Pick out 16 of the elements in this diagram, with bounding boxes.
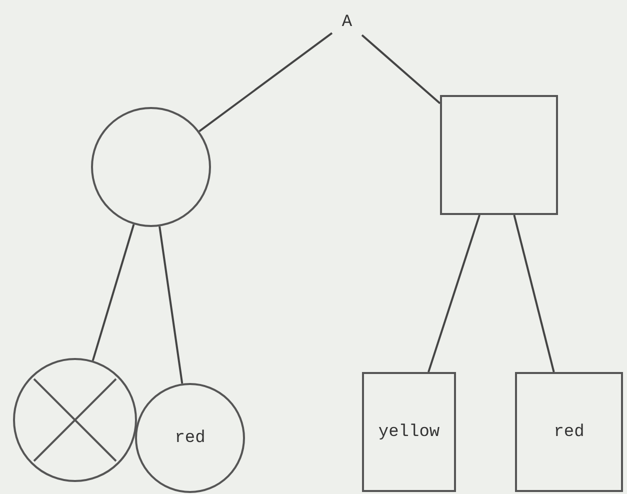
connector-line (428, 214, 480, 372)
connector-line (158, 226, 184, 384)
square-node (362, 372, 456, 492)
circle-node (135, 383, 245, 493)
square-node (515, 372, 623, 492)
node-label: yellow (378, 422, 440, 442)
node-label: red (554, 422, 584, 442)
circle-node (91, 107, 211, 227)
connector-line (513, 214, 555, 372)
connector-line (92, 224, 135, 361)
node-label: red (174, 428, 206, 448)
crossed-circle-node (13, 358, 137, 482)
node-label: A (336, 10, 358, 34)
square-node (440, 95, 558, 215)
connector-line (198, 32, 333, 132)
connector-line (361, 34, 441, 104)
